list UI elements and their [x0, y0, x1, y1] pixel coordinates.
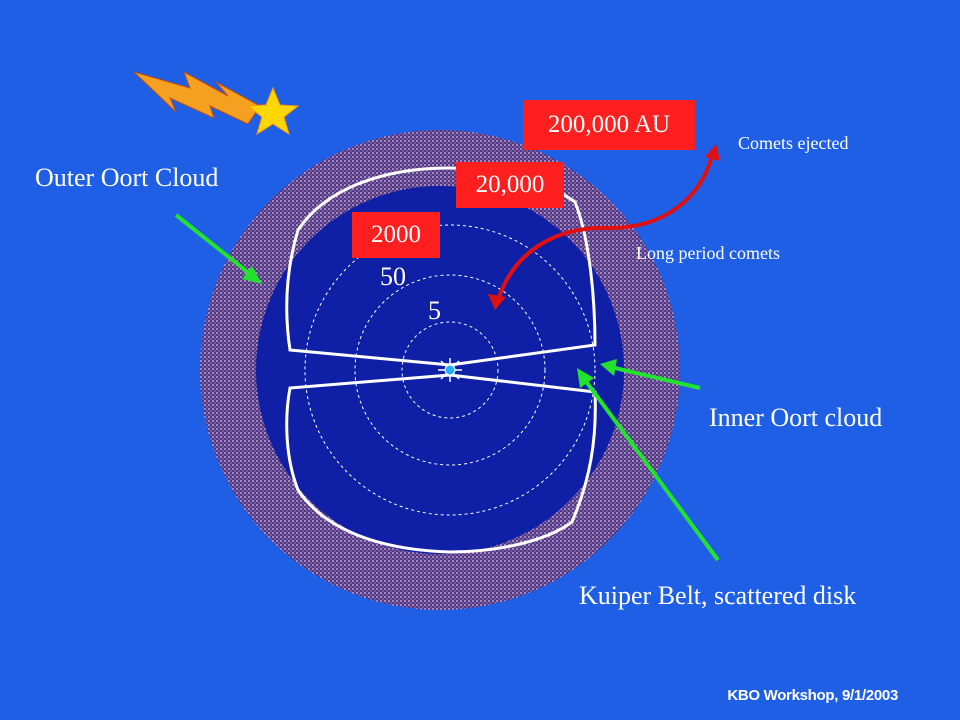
distance-box-200000: 200,000 AU — [523, 100, 695, 150]
long-period-comets-label: Long period comets — [636, 243, 780, 263]
ring-5 — [354, 274, 546, 466]
comet-path-arrow — [488, 144, 720, 310]
ring-50 — [304, 224, 596, 516]
kuiper-belt-label: Kuiper Belt, scattered disk — [579, 581, 857, 610]
ring-inner — [401, 321, 499, 419]
footer-text: KBO Workshop, 9/1/2003 — [727, 687, 898, 704]
sun-icon — [438, 358, 462, 382]
comets-ejected-label: Comets ejected — [738, 133, 849, 153]
outer-oort-cloud-label: Outer Oort Cloud — [35, 163, 219, 192]
inner-oort-lower-boundary — [285, 373, 597, 554]
ring-label-5: 5 — [428, 296, 441, 325]
inner-oort-upper-boundary — [285, 166, 597, 367]
inner-oort-cloud-label: Inner Oort cloud — [709, 403, 883, 432]
ring-label-50: 50 — [380, 262, 406, 291]
star-icon — [246, 86, 300, 136]
lightning-bolt-icon — [133, 70, 261, 125]
arrow-kuiper — [577, 368, 720, 562]
distance-box-20000: 20,000 — [456, 162, 564, 208]
arrow-outer-oort — [174, 213, 262, 284]
arrow-inner-oort — [600, 359, 701, 390]
distance-box-2000: 2000 — [352, 212, 440, 258]
